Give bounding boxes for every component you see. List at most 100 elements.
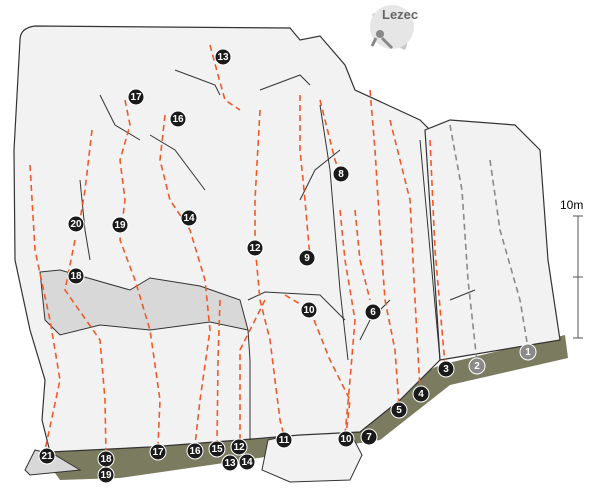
route-number: 12	[233, 442, 245, 453]
route-number: 18	[70, 271, 82, 282]
route-marker[interactable]: 8	[332, 165, 350, 183]
route-marker-circle	[238, 453, 256, 471]
route-line	[449, 124, 478, 363]
route-marker[interactable]: 5	[390, 401, 408, 419]
route-marker-circle	[208, 440, 226, 458]
route-marker-circle	[38, 447, 56, 465]
logo-text: Lezec	[382, 7, 418, 22]
route-marker-circle	[468, 357, 486, 375]
route-number: 7	[366, 432, 372, 443]
route-number: 8	[338, 169, 344, 180]
route-marker[interactable]: 12	[230, 438, 248, 456]
route-line	[216, 299, 221, 446]
rock-face-main	[13, 25, 441, 453]
route-marker[interactable]: 11	[275, 431, 293, 449]
route-marker-circle	[300, 301, 318, 319]
scale-bar: 10m	[560, 198, 583, 339]
route-marker[interactable]: 18	[97, 450, 115, 468]
route-marker[interactable]: 19	[111, 216, 129, 234]
route-marker[interactable]: 14	[238, 453, 256, 471]
route-marker[interactable]: 10	[337, 430, 355, 448]
route-number: 5	[396, 405, 402, 416]
route-marker-circle	[127, 88, 145, 106]
route-marker[interactable]: 12	[246, 239, 264, 257]
route-line	[239, 299, 266, 443]
route-marker[interactable]: 10	[300, 301, 318, 319]
route-number: 11	[279, 435, 290, 446]
route-number: 13	[217, 52, 229, 63]
route-marker[interactable]: 13	[221, 454, 239, 472]
route-marker-circle	[390, 401, 408, 419]
route-number: 19	[100, 470, 112, 481]
rock-face-right	[424, 119, 561, 361]
route-marker[interactable]: 20	[67, 215, 85, 233]
route-number: 14	[183, 213, 195, 224]
route-line	[369, 89, 400, 406]
route-line	[429, 139, 446, 366]
route-number: 1	[525, 347, 531, 358]
route-marker[interactable]: 17	[149, 443, 167, 461]
lezec-logo: Lezec	[370, 5, 418, 50]
scale-label: 10m	[560, 198, 583, 212]
route-marker[interactable]: 13	[214, 48, 232, 66]
route-lines	[29, 44, 529, 456]
route-line	[254, 109, 285, 437]
route-marker-circle	[230, 438, 248, 456]
route-number: 14	[241, 457, 253, 468]
route-marker-circle	[360, 428, 378, 446]
route-number: 10	[303, 305, 315, 316]
route-number: 12	[249, 243, 261, 254]
route-marker-circle	[149, 443, 167, 461]
route-number: 21	[41, 451, 53, 462]
route-number: 16	[189, 446, 201, 457]
route-marker-circle	[437, 360, 455, 378]
route-line	[119, 99, 161, 446]
route-line	[209, 44, 241, 111]
route-line	[389, 119, 421, 391]
route-marker[interactable]: 15	[208, 440, 226, 458]
route-line	[284, 294, 351, 436]
route-marker[interactable]: 18	[67, 267, 85, 285]
route-number: 13	[224, 458, 236, 469]
route-number: 4	[418, 389, 424, 400]
route-marker-circle	[221, 454, 239, 472]
route-marker[interactable]: 14	[180, 209, 198, 227]
route-marker[interactable]: 6	[364, 303, 382, 321]
route-number: 3	[443, 364, 449, 375]
route-marker[interactable]: 2	[468, 357, 486, 375]
route-marker-circle	[169, 110, 187, 128]
route-line	[79, 129, 93, 221]
route-marker-circle	[519, 343, 537, 361]
route-marker-circle	[111, 216, 129, 234]
route-number: 9	[304, 253, 310, 264]
route-marker[interactable]: 21	[38, 447, 56, 465]
route-marker[interactable]: 1	[519, 343, 537, 361]
route-number: 17	[152, 447, 164, 458]
route-line	[354, 209, 371, 301]
route-marker[interactable]: 16	[186, 442, 204, 460]
route-marker[interactable]: 3	[437, 360, 455, 378]
route-number: 20	[70, 219, 82, 230]
route-marker[interactable]: 7	[360, 428, 378, 446]
rock-cracks	[79, 69, 476, 440]
route-marker-circle	[364, 303, 382, 321]
route-marker-circle	[412, 385, 430, 403]
route-number: 16	[172, 114, 184, 125]
route-marker-circle	[246, 239, 264, 257]
route-marker-circle	[275, 431, 293, 449]
route-marker-circle	[332, 165, 350, 183]
route-marker[interactable]: 19	[97, 466, 115, 484]
route-line	[339, 209, 356, 436]
route-marker[interactable]: 4	[412, 385, 430, 403]
route-line	[299, 95, 311, 259]
route-number: 17	[130, 92, 142, 103]
route-marker[interactable]: 17	[127, 88, 145, 106]
route-marker-circle	[337, 430, 355, 448]
route-marker[interactable]: 9	[298, 249, 316, 267]
route-marker[interactable]: 16	[169, 110, 187, 128]
route-marker-circle	[67, 215, 85, 233]
route-line	[489, 159, 529, 349]
route-marker-circle	[214, 48, 232, 66]
